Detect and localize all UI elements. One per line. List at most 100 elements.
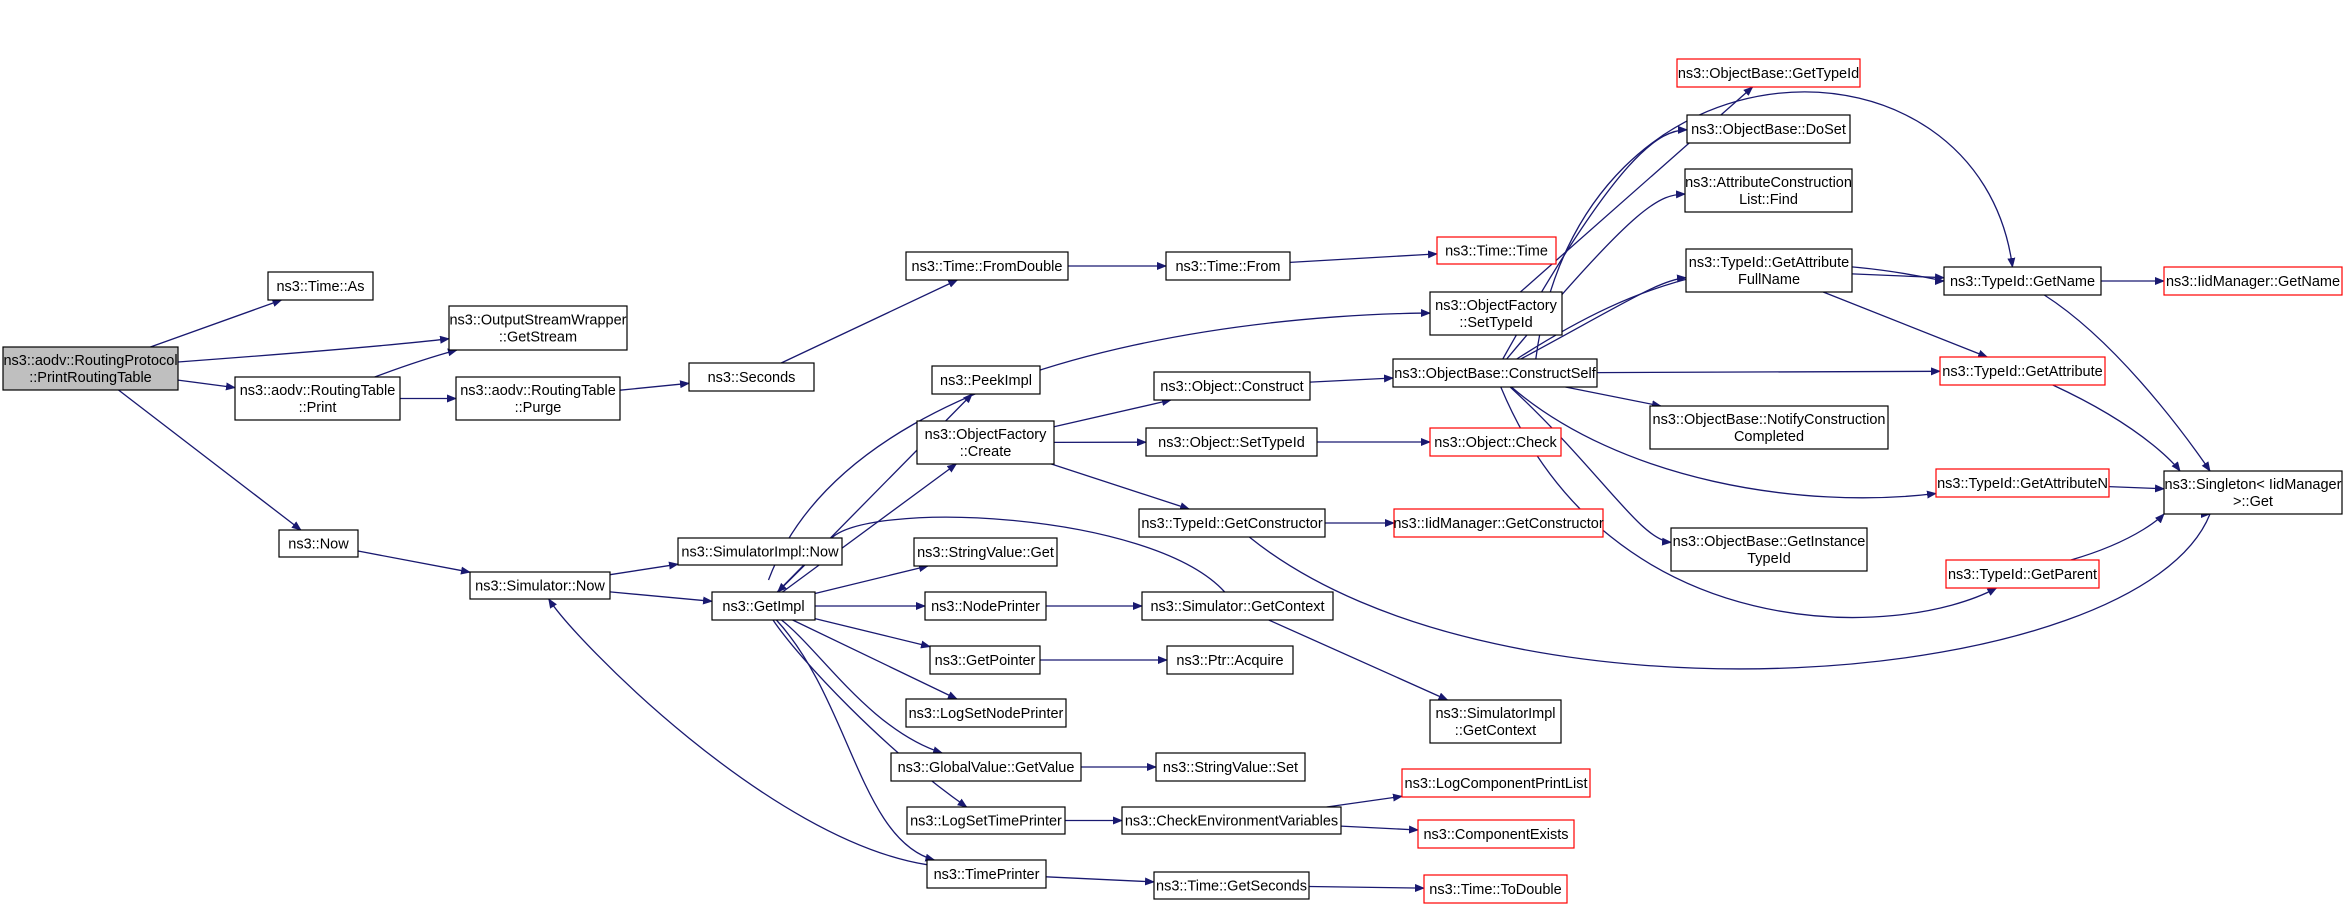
edge-ob_constructself-to-ob_getinstancetypeid — [1509, 386, 1672, 546]
node-label: ns3::aodv::RoutingProtocol — [3, 353, 177, 369]
node-label: ns3::AttributeConstruction — [1685, 175, 1852, 191]
node-nodeprinter[interactable]: ns3::NodePrinter — [924, 591, 1047, 621]
node-time_from[interactable]: ns3::Time::From — [1165, 251, 1291, 281]
node-label: ns3::IidManager::GetConstructor — [1393, 516, 1604, 532]
node-sv_set[interactable]: ns3::StringValue::Set — [1155, 752, 1306, 782]
node-label: ns3::Object::Construct — [1160, 379, 1303, 395]
node-label: ns3::StringValue::Get — [917, 545, 1054, 561]
node-of_create[interactable]: ns3::ObjectFactory::Create — [916, 420, 1055, 465]
node-box — [905, 251, 1069, 281]
node-tid_getname[interactable]: ns3::TypeId::GetName — [1943, 266, 2102, 296]
node-label: TypeId — [1747, 551, 1791, 567]
edges-layer — [118, 86, 2211, 892]
node-checkenv[interactable]: ns3::CheckEnvironmentVariables — [1121, 806, 1342, 835]
node-box — [1685, 248, 1853, 293]
edge-getimpl-to-of_settypeid — [767, 309, 1431, 581]
edge-sim_getcontext-to-getimpl — [776, 516, 1226, 593]
node-iid_getname[interactable]: ns3::IidManager::GetName — [2163, 266, 2343, 296]
node-getpointer[interactable]: ns3::GetPointer — [929, 645, 1041, 675]
node-timeprinter[interactable]: ns3::TimePrinter — [926, 859, 1047, 889]
node-box — [1155, 752, 1306, 782]
node-box — [1429, 427, 1562, 457]
node-gv_getvalue[interactable]: ns3::GlobalValue::GetValue — [890, 752, 1082, 782]
node-getimpl[interactable]: ns3::GetImpl — [711, 591, 816, 621]
edge-ob_constructself-to-tid_getattributen — [1510, 386, 1937, 499]
node-box — [1166, 645, 1294, 675]
node-box — [1153, 371, 1311, 401]
node-obj_construct[interactable]: ns3::Object::Construct — [1153, 371, 1311, 401]
edge-getimpl-to-logsetnodeprinter — [792, 619, 958, 700]
node-root[interactable]: ns3::aodv::RoutingProtocol::PrintRouting… — [2, 346, 179, 391]
edge-sim_now-to-simimpl_now — [609, 561, 679, 576]
edge-rt_print-to-osw_getstream — [374, 348, 458, 378]
node-box — [1153, 871, 1310, 900]
node-tid_getattribute[interactable]: ns3::TypeId::GetAttribute — [1939, 356, 2106, 386]
node-tid_getparent[interactable]: ns3::TypeId::GetParent — [1945, 559, 2100, 589]
node-obj_settypeid[interactable]: ns3::Object::SetTypeId — [1145, 427, 1318, 457]
edge-root-to-time_as — [150, 299, 283, 348]
node-time_todouble[interactable]: ns3::Time::ToDouble — [1423, 874, 1568, 904]
node-box — [1670, 527, 1868, 572]
node-tid_getattributen[interactable]: ns3::TypeId::GetAttributeN — [1935, 468, 2110, 498]
node-box — [905, 698, 1067, 728]
node-iid_getconstructor[interactable]: ns3::IidManager::GetConstructor — [1393, 508, 1604, 538]
node-simimpl_now[interactable]: ns3::SimulatorImpl::Now — [677, 537, 843, 566]
node-logcompprintlist[interactable]: ns3::LogComponentPrintList — [1401, 768, 1591, 798]
node-peekimpl[interactable]: ns3::PeekImpl — [931, 365, 1041, 395]
node-box — [234, 376, 401, 421]
node-label: ns3::Singleton< IidManager — [2165, 477, 2342, 493]
node-box — [1145, 427, 1318, 457]
node-of_settypeid[interactable]: ns3::ObjectFactory::SetTypeId — [1429, 291, 1563, 336]
node-label: ns3::TypeId::GetAttribute — [1689, 255, 1849, 271]
node-rt_print[interactable]: ns3::aodv::RoutingTable::Print — [234, 376, 401, 421]
node-seconds[interactable]: ns3::Seconds — [688, 362, 815, 392]
node-label: ns3::TypeId::GetAttribute — [1942, 364, 2102, 380]
node-box — [1141, 591, 1334, 621]
node-componentexists[interactable]: ns3::ComponentExists — [1417, 819, 1575, 849]
node-tid_getconstructor[interactable]: ns3::TypeId::GetConstructor — [1138, 508, 1326, 538]
node-label: ::SetTypeId — [1459, 315, 1532, 331]
node-logsettimeprinter[interactable]: ns3::LogSetTimePrinter — [906, 806, 1066, 835]
edge-checkenv-to-componentexists — [1340, 825, 1419, 834]
node-ob_notifyconstruction[interactable]: ns3::ObjectBase::NotifyConstructionCompl… — [1649, 405, 1889, 450]
node-time_fromdouble[interactable]: ns3::Time::FromDouble — [905, 251, 1069, 281]
node-time_as[interactable]: ns3::Time::As — [267, 271, 374, 301]
node-label: ns3::SimulatorImpl::Now — [681, 545, 839, 561]
node-now[interactable]: ns3::Now — [278, 529, 359, 558]
node-label: ::GetContext — [1455, 723, 1536, 739]
node-label: ns3::Now — [288, 537, 349, 553]
edge-getimpl-to-gv_getvalue — [781, 619, 944, 755]
node-logsetnodeprinter[interactable]: ns3::LogSetNodePrinter — [905, 698, 1067, 728]
node-singleton_get[interactable]: ns3::Singleton< IidManager>::Get — [2163, 470, 2343, 515]
node-label: ns3::Time::As — [276, 279, 364, 295]
node-rt_purge[interactable]: ns3::aodv::RoutingTable::Purge — [455, 376, 621, 421]
node-ob_doset[interactable]: ns3::ObjectBase::DoSet — [1686, 114, 1851, 144]
node-box — [913, 537, 1058, 567]
node-osw_getstream[interactable]: ns3::OutputStreamWrapper::GetStream — [448, 305, 628, 351]
node-sv_get[interactable]: ns3::StringValue::Get — [913, 537, 1058, 567]
node-time_getseconds[interactable]: ns3::Time::GetSeconds — [1153, 871, 1310, 900]
node-box — [1165, 251, 1291, 281]
node-ob_constructself[interactable]: ns3::ObjectBase::ConstructSelf — [1392, 358, 1598, 388]
node-sim_now[interactable]: ns3::Simulator::Now — [469, 571, 611, 600]
node-obj_check[interactable]: ns3::Object::Check — [1429, 427, 1562, 457]
edge-checkenv-to-logcompprintlist — [1326, 793, 1403, 808]
node-box — [1676, 58, 1861, 88]
node-ob_gettypeid[interactable]: ns3::ObjectBase::GetTypeId — [1676, 58, 1861, 88]
node-ptr_acquire[interactable]: ns3::Ptr::Acquire — [1166, 645, 1294, 675]
edge-getimpl-to-getpointer — [814, 617, 931, 649]
node-simimpl_getcontext[interactable]: ns3::SimulatorImpl::GetContext — [1429, 699, 1562, 744]
node-box — [1392, 358, 1598, 388]
node-box — [890, 752, 1082, 782]
node-box — [906, 806, 1066, 835]
node-sim_getcontext[interactable]: ns3::Simulator::GetContext — [1141, 591, 1334, 621]
node-label: ns3::TimePrinter — [934, 867, 1040, 883]
edge-ob_constructself-to-tid_getattribute — [1596, 367, 1941, 376]
node-label: ns3::OutputStreamWrapper — [449, 313, 626, 329]
node-box — [1436, 236, 1557, 265]
node-time_time[interactable]: ns3::Time::Time — [1436, 236, 1557, 265]
node-label: ns3::ObjectBase::ConstructSelf — [1394, 366, 1596, 382]
